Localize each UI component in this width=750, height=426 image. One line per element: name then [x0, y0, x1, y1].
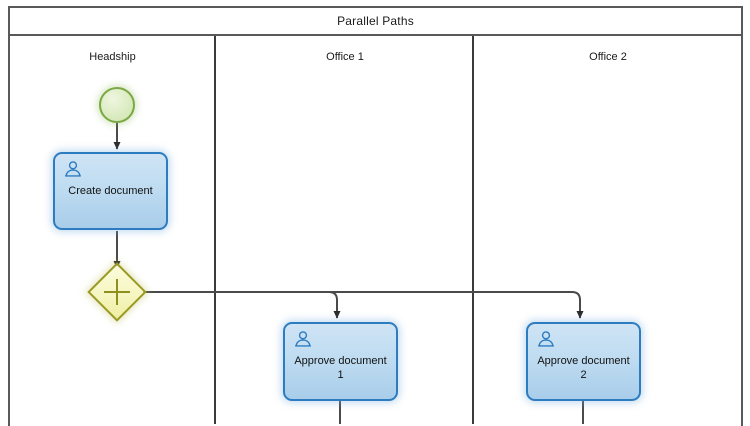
- lane-divider-2: [472, 36, 474, 424]
- task-label-create-document: Create document: [68, 185, 153, 197]
- task-approve-document-2[interactable]: Approve document 2: [526, 322, 641, 401]
- lane-divider-1: [214, 36, 216, 424]
- pool-title: Parallel Paths: [337, 14, 414, 28]
- user-icon: [294, 331, 312, 347]
- lane-label-office-2: Office 2: [589, 51, 627, 63]
- pool-header[interactable]: Parallel Paths: [8, 6, 743, 36]
- lane-header-office-2[interactable]: Office 2: [475, 40, 741, 74]
- task-label-approve-document-1: Approve document 1: [294, 355, 387, 381]
- user-icon: [537, 331, 555, 347]
- task-approve-document-1[interactable]: Approve document 1: [283, 322, 398, 401]
- lane-label-office-1: Office 1: [326, 51, 364, 63]
- user-icon: [64, 161, 82, 177]
- lane-label-headship: Headship: [89, 51, 136, 63]
- task-create-document[interactable]: Create document: [53, 152, 168, 230]
- start-event[interactable]: [99, 87, 135, 123]
- task-label-approve-document-2: Approve document 2: [537, 355, 630, 381]
- lane-header-office-1[interactable]: Office 1: [217, 40, 473, 74]
- lane-header-headship[interactable]: Headship: [10, 40, 215, 74]
